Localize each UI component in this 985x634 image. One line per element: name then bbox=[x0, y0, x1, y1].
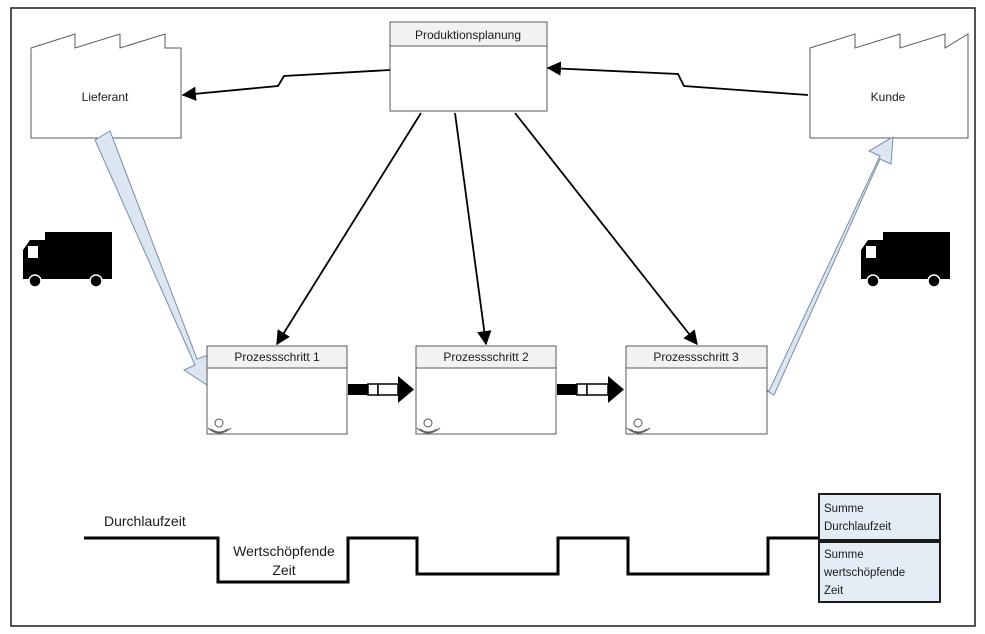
push-arrow-icon bbox=[348, 376, 414, 403]
customer-label: Kunde bbox=[871, 90, 906, 104]
summary-lead-time-box: Summe Durchlaufzeit bbox=[818, 493, 941, 541]
planning-to-process-2-arrow bbox=[454, 112, 492, 346]
summary-value-added-line2: wertschöpfende bbox=[823, 567, 905, 579]
process-label: Prozessschritt 2 bbox=[443, 350, 529, 364]
timeline-line bbox=[84, 536, 819, 584]
customer-factory: Kunde bbox=[809, 33, 969, 139]
operator-icon bbox=[207, 418, 232, 434]
summary-lead-time-line2: Durchlaufzeit bbox=[824, 521, 892, 533]
push-arrow-icon bbox=[557, 376, 624, 403]
operator-icon bbox=[626, 418, 651, 434]
process-box-2: Prozessschritt 2 bbox=[415, 345, 557, 435]
supplier-factory: Lieferant bbox=[30, 33, 182, 139]
process-label: Prozessschritt 3 bbox=[653, 350, 739, 364]
production-planning-box: Produktionsplanung bbox=[389, 21, 548, 112]
summary-value-added-box: Summe wertschöpfende Zeit bbox=[818, 541, 941, 603]
value-added-time-label-line1: Wertschöpfende bbox=[233, 543, 335, 559]
truck-icon bbox=[23, 232, 112, 288]
shipment-arrow-customer bbox=[761, 136, 894, 396]
lightning-arrow-icon bbox=[181, 69, 391, 101]
factory-icon bbox=[809, 33, 969, 139]
summary-lead-time-line1: Summe bbox=[824, 503, 864, 515]
truck-icon bbox=[861, 232, 950, 288]
lightning-arrow-icon bbox=[546, 61, 809, 96]
process-label: Prozessschritt 1 bbox=[234, 350, 320, 364]
factory-icon bbox=[30, 33, 182, 139]
planning-to-process-1-arrow bbox=[276, 112, 422, 346]
production-planning-label: Produktionsplanung bbox=[415, 28, 521, 42]
value-added-time-label-line2: Zeit bbox=[272, 562, 295, 578]
process-box-1: Prozessschritt 1 bbox=[206, 345, 348, 435]
process-box-3: Prozessschritt 3 bbox=[625, 345, 768, 435]
planning-to-process-3-arrow bbox=[514, 112, 698, 346]
supplier-label: Lieferant bbox=[82, 90, 129, 104]
summary-value-added-line3: Zeit bbox=[824, 585, 844, 597]
lead-time-label: Durchlaufzeit bbox=[104, 513, 186, 529]
summary-value-added-line1: Summe bbox=[824, 549, 864, 561]
operator-icon bbox=[416, 418, 441, 434]
